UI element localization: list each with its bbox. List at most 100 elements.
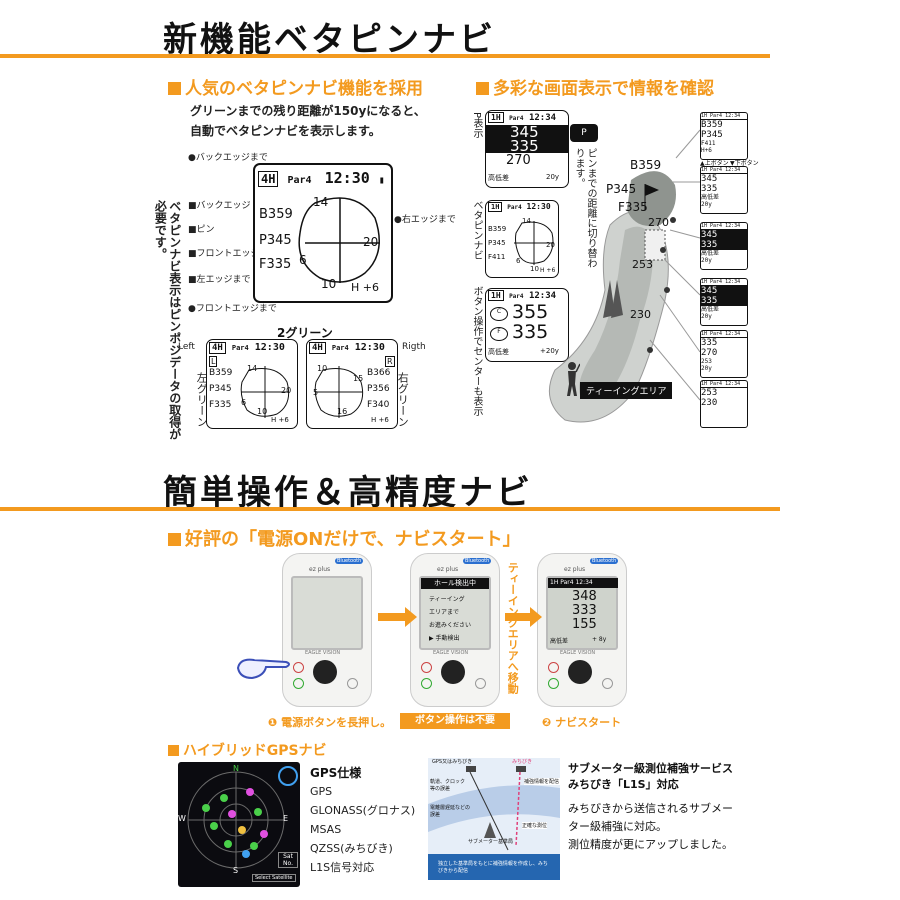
gps-subheading: ハイブリッドGPSナビ: [168, 740, 327, 760]
left-green-screen: 4H Par4 12:30 L B359 P345 F335 14 20 6 1…: [206, 339, 298, 429]
center-screen: 1H Par4 12:34 C F 355 335 高低差 +20y: [485, 288, 569, 362]
qzss-diagram: GPS又はみちびき みちびき 軌道、クロック等の誤差 電離層遅延などの誤差 補強…: [428, 758, 560, 880]
left-subheading: 人気のベタピンナビ機能を採用: [168, 74, 423, 99]
navi-height-value: + 8y: [592, 636, 607, 643]
left-desc-line1: グリーンまでの残り距離が150yになると、: [190, 104, 426, 118]
callout-back-edge-top: ●バックエッジまで: [188, 153, 268, 163]
bluetooth-sticker: Bluetooth: [335, 558, 364, 564]
device-brand-logo: EAGLE VISION: [560, 650, 596, 656]
front-icon: F: [490, 327, 508, 341]
main-beta-screen: 4H Par4 12:30 ▮ 14 20 6 10 B359 P345 F33…: [253, 163, 393, 303]
mini-screen-line: 20y: [701, 201, 712, 208]
enter-button[interactable]: [421, 678, 432, 689]
navi-distance: 333: [572, 603, 597, 618]
navi-height-label: 高低差: [550, 638, 569, 645]
center-dial-button[interactable]: [313, 660, 337, 684]
center-dial-button[interactable]: [568, 660, 592, 684]
mini-screen-line: F411: [701, 140, 716, 147]
mini-screen-line: 20y: [701, 257, 712, 264]
mini-screen-line: 335: [701, 296, 747, 306]
side-button[interactable]: [475, 678, 486, 689]
device-model: ez plus: [564, 566, 586, 573]
qzss-desc-2: ター級補強に対応。: [568, 820, 667, 833]
dir-s: S: [233, 866, 239, 875]
battery-icon: ▮: [378, 175, 385, 186]
mini-screen-line: 345: [701, 174, 718, 184]
no-button-needed-label: ボタン操作は不要: [400, 713, 510, 729]
square-icon: [476, 82, 489, 95]
mini-screen-line: 高低差: [701, 306, 720, 313]
dir-n: N: [233, 764, 239, 773]
square-icon: [168, 745, 179, 756]
mini-screen-header: 1H Par4 12:34: [701, 331, 747, 338]
side-button[interactable]: [602, 678, 613, 689]
qzss-title-2: みちびき「L1S」対応: [568, 778, 679, 791]
mini-screen-line: 335: [701, 338, 718, 348]
left-mark: L: [209, 356, 218, 367]
mini-screen-line: 20y: [701, 365, 712, 372]
mini-screen-line: 345: [701, 286, 747, 296]
two-green-title: 2グリーン: [277, 326, 333, 340]
device-brand-logo: EAGLE VISION: [305, 650, 341, 656]
green-shape: [298, 197, 380, 283]
enter-button[interactable]: [293, 678, 304, 689]
power-button[interactable]: [293, 662, 304, 673]
right-green-vertical: 右グリーン: [396, 372, 410, 427]
course-front: F335: [618, 200, 648, 214]
vertical-note: ベタピンナビ表示はピンポジデータの取得が必要です。: [153, 200, 182, 440]
mini-screen-line: P345: [701, 130, 723, 140]
gps-spec-item: MSAS: [310, 823, 342, 836]
mini-screen-line: 345: [701, 230, 747, 240]
callout-front-edge: ■フロントエッジ: [188, 249, 260, 259]
gps-spec-item: GPS: [310, 785, 333, 798]
qzss-title-1: サブメーター級測位補強サービス: [568, 762, 733, 775]
step2-label: ❷ ナビスタート: [542, 716, 622, 729]
mini-screen-header: 1H Par4 12:34: [701, 167, 747, 174]
qzss-desc-1: みちびきから送信されるサブメー: [568, 802, 733, 815]
left-desc-line2: 自動でベタピンナビを表示します。: [190, 124, 381, 138]
pin-distance-note: ピンまでの距離に切り替わります。: [573, 148, 596, 268]
dist-14: 14: [313, 195, 329, 209]
callout-left-edge: ■左エッジまで: [188, 275, 251, 285]
sat-no-button[interactable]: Sat No.: [278, 852, 298, 868]
left-label: Left: [178, 342, 195, 352]
tee-area-label: ティーイングエリア: [580, 382, 673, 399]
mini-screen-line: 270: [701, 348, 718, 358]
course-pin: P345: [606, 182, 637, 196]
power-button[interactable]: [421, 662, 432, 673]
power-button[interactable]: [548, 662, 559, 673]
bluetooth-sticker: Bluetooth: [463, 558, 492, 564]
detecting-line: ティーイング: [429, 596, 465, 603]
right-subheading: 多彩な画面表示で情報を確認: [476, 74, 714, 99]
hole-number: 4H: [258, 171, 279, 187]
p-display-screen: 1H Par4 12:34 345 335 270 高低差 20y: [485, 110, 569, 188]
course-map: [548, 171, 676, 423]
mini-down-label: ▼下ボタン: [730, 160, 759, 167]
mini-screen-line: 253: [701, 358, 712, 365]
navi-distance: 155: [572, 617, 597, 632]
mini-screen-line: B359: [701, 120, 723, 130]
p-display-label: P表示: [471, 112, 482, 139]
mini-screen-line: 335: [701, 184, 718, 194]
golfer-icon: [564, 362, 581, 396]
arrow-2: [505, 613, 535, 621]
refresh-icon[interactable]: [278, 766, 298, 786]
dist-6: 6: [299, 253, 307, 267]
enter-button[interactable]: [548, 678, 559, 689]
center-dial-button[interactable]: [441, 660, 465, 684]
square-icon: [168, 533, 181, 546]
detecting-header: ホール検出中: [421, 578, 489, 589]
callout-back-edge: ■バックエッジ: [188, 201, 251, 211]
pin-dist: P345: [259, 233, 292, 248]
device-model: ez plus: [437, 566, 459, 573]
side-button[interactable]: [347, 678, 358, 689]
navi-header: 1H Par4 12:34: [548, 578, 618, 588]
select-satellite-button[interactable]: Select Satellite: [252, 874, 296, 882]
mini-screen-header: 1H Par4 12:34: [701, 279, 747, 286]
arrow-2-head: [530, 607, 542, 627]
